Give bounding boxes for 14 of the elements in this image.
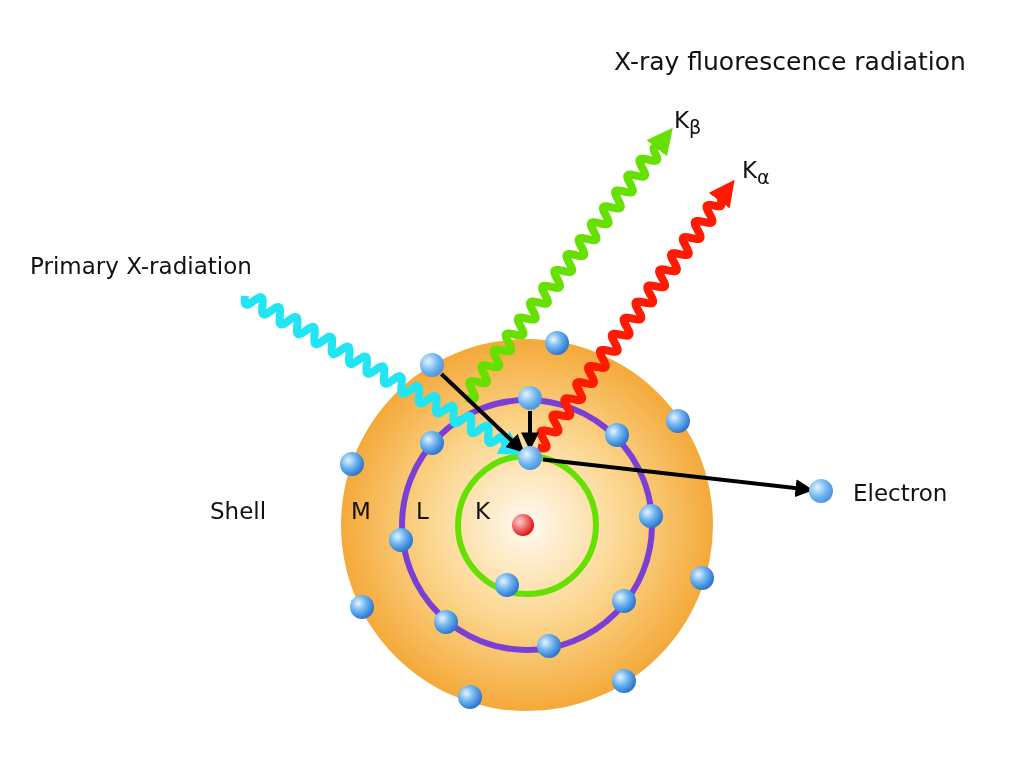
emission-line-label: K$_{α}$ xyxy=(742,158,770,188)
emission-line-label: K$_{β}$ xyxy=(674,108,702,138)
shell-label: Shell xyxy=(210,499,267,525)
radiation-label: Primary X-radiation xyxy=(30,254,252,280)
shell-letter: M xyxy=(351,499,371,525)
electron-icon xyxy=(809,479,833,503)
shell-letter: L xyxy=(416,499,429,525)
heading-label: X-ray fluorescence radiation xyxy=(614,48,966,76)
arrow xyxy=(440,372,525,453)
wavy-arrow xyxy=(536,179,735,453)
electron-label: Electron xyxy=(853,481,948,507)
shell-letter: K xyxy=(475,499,491,525)
wavy-arrow xyxy=(464,127,673,404)
electron-icon xyxy=(420,353,444,377)
